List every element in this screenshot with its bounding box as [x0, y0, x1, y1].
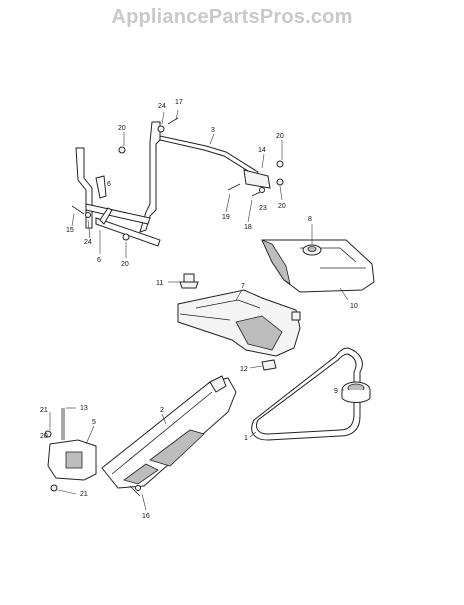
callout-label: 12: [240, 366, 248, 373]
belt-guard: [177, 289, 301, 357]
callout-label: 1: [244, 435, 248, 442]
belt-cover: [261, 239, 375, 293]
callout-label: 13: [80, 405, 88, 412]
knob-part: [179, 273, 199, 289]
callout-label: 24: [158, 103, 166, 110]
callout-label: 19: [222, 214, 230, 221]
callout-label: 9: [334, 388, 338, 395]
watermark-text: AppliancePartsPros.com: [111, 6, 353, 28]
leader-lines: [49, 109, 349, 511]
callout-label: 21: [80, 491, 88, 498]
callout-labels: 17 24 20 3 20 14 6 20 23 19 18 15 24 6 2…: [40, 99, 358, 520]
callout-label: 20: [276, 133, 284, 140]
callout-label: 20: [40, 433, 48, 440]
callout-label: 23: [259, 205, 267, 212]
callout-label: 10: [350, 303, 358, 310]
callout-label: 7: [241, 283, 245, 290]
callout-label: 16: [142, 513, 150, 520]
callout-label: 5: [92, 419, 96, 426]
upper-tube-frame: [71, 117, 284, 247]
callout-label: 15: [66, 227, 74, 234]
callout-label: 6: [107, 181, 111, 188]
callout-label: 6: [97, 257, 101, 264]
callout-label: 20: [121, 261, 129, 268]
clip-part: [261, 359, 277, 371]
callout-label: 8: [308, 216, 312, 223]
callout-label: 21: [40, 407, 48, 414]
callout-label: 14: [258, 147, 266, 154]
callout-label: 3: [211, 127, 215, 134]
callout-label: 2: [160, 407, 164, 414]
callout-label: 18: [244, 224, 252, 231]
drive-belt: [251, 347, 363, 441]
pulley: [341, 381, 371, 403]
callout-label: 20: [278, 203, 286, 210]
mounting-bracket: [44, 408, 141, 497]
callout-label: 24: [84, 239, 92, 246]
callout-label: 11: [156, 280, 163, 287]
main-frame-rail: [101, 375, 237, 489]
callout-label: 17: [175, 99, 183, 106]
callout-label: 20: [118, 125, 126, 132]
